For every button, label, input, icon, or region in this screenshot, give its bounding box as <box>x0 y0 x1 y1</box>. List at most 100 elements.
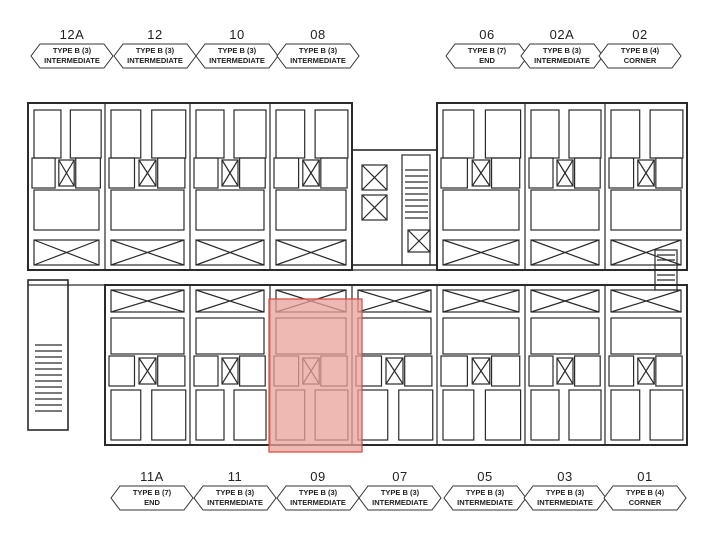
unit-number: 10 <box>229 27 245 42</box>
unit-type-tag: TYPE B (4)CORNER <box>603 485 687 511</box>
duct <box>385 357 404 385</box>
duct <box>221 159 239 187</box>
unit-number: 03 <box>557 469 573 484</box>
bedroom <box>314 109 349 159</box>
unit-type-tag: TYPE B (3)INTERMEDIATE <box>195 43 279 69</box>
duct <box>637 357 655 385</box>
staircase <box>401 154 431 266</box>
unit-type-tag: TYPE B (3)INTERMEDIATE <box>113 43 197 69</box>
bathroom <box>157 157 186 189</box>
unit-type-tag: TYPE B (7)END <box>445 43 529 69</box>
lift <box>407 229 431 253</box>
bathroom <box>573 157 601 189</box>
left-stair <box>27 279 69 431</box>
duct <box>471 159 491 187</box>
unit-position: CORNER <box>628 498 662 507</box>
duct <box>556 357 574 385</box>
unit-label-11A[interactable]: 11A TYPE B (7)END <box>110 469 194 511</box>
duct <box>471 159 491 187</box>
unit-label-12A[interactable]: 12A TYPE B (3)INTERMEDIATE <box>30 27 114 69</box>
unit-position: INTERMEDIATE <box>290 56 346 65</box>
balcony <box>195 239 265 266</box>
bedroom <box>610 109 641 159</box>
duct <box>556 357 574 385</box>
duct <box>58 159 75 187</box>
unit-label-10[interactable]: 10 TYPE B (3)INTERMEDIATE <box>195 27 279 69</box>
living-room <box>110 189 185 231</box>
bedroom <box>649 389 684 441</box>
balcony <box>442 239 520 266</box>
bathroom <box>239 157 266 189</box>
duct <box>58 159 75 187</box>
bathroom <box>273 157 300 189</box>
bathroom <box>608 157 635 189</box>
duct <box>637 159 655 187</box>
bathroom <box>608 355 635 387</box>
duct <box>556 159 574 187</box>
bathroom <box>75 157 101 189</box>
bathroom <box>31 157 56 189</box>
unit-label-03[interactable]: 03 TYPE B (3)INTERMEDIATE <box>523 469 607 511</box>
bedroom <box>484 389 522 441</box>
lift <box>361 194 388 221</box>
unit-number: 01 <box>637 469 653 484</box>
balcony <box>275 239 347 266</box>
balcony <box>357 289 432 313</box>
unit-type: TYPE B (3) <box>298 488 338 497</box>
lift <box>361 164 388 191</box>
unit-position: INTERMEDIATE <box>127 56 183 65</box>
living-room <box>530 317 600 355</box>
bathroom <box>655 355 683 387</box>
bathroom <box>108 355 136 387</box>
lift <box>361 194 388 221</box>
unit-type-tag: TYPE B (3)INTERMEDIATE <box>276 43 360 69</box>
unit-type: TYPE B (3) <box>52 46 92 55</box>
living-room <box>357 317 432 355</box>
unit-label-02[interactable]: 02 TYPE B (4)CORNER <box>598 27 682 69</box>
bedroom <box>442 109 475 159</box>
unit-label-06[interactable]: 06 TYPE B (7)END <box>445 27 529 69</box>
bedroom <box>275 109 306 159</box>
unit-type-tag: TYPE B (3)INTERMEDIATE <box>523 485 607 511</box>
unit-label-02A[interactable]: 02A TYPE B (3)INTERMEDIATE <box>520 27 604 69</box>
bathroom <box>404 355 433 387</box>
unit-label-05[interactable]: 05 TYPE B (3)INTERMEDIATE <box>443 469 527 511</box>
bedroom <box>442 389 475 441</box>
bedroom <box>568 109 602 159</box>
bedroom <box>233 109 267 159</box>
balcony <box>275 239 347 266</box>
duct <box>138 159 157 187</box>
duct <box>471 357 491 385</box>
balcony <box>530 289 600 313</box>
bathroom <box>157 355 186 387</box>
bathroom <box>490 157 521 189</box>
unit-label-08[interactable]: 08 TYPE B (3)INTERMEDIATE <box>276 27 360 69</box>
bedroom <box>110 109 142 159</box>
highlighted-unit-09[interactable] <box>268 298 363 453</box>
unit-label-09[interactable]: 09 TYPE B (3)INTERMEDIATE <box>276 469 360 511</box>
unit-type-tag: TYPE B (3)INTERMEDIATE <box>30 43 114 69</box>
unit-number: 05 <box>477 469 493 484</box>
balcony <box>110 239 185 266</box>
duct <box>138 159 157 187</box>
bathroom <box>193 355 219 387</box>
unit-position: INTERMEDIATE <box>457 498 513 507</box>
balcony <box>110 289 185 313</box>
unit-label-11[interactable]: 11 TYPE B (3)INTERMEDIATE <box>193 469 277 511</box>
bathroom <box>239 355 266 387</box>
unit-type: TYPE B (3) <box>215 488 255 497</box>
unit-position: INTERMEDIATE <box>372 498 428 507</box>
living-room <box>530 189 600 231</box>
living-room <box>110 317 185 355</box>
balcony <box>610 239 682 266</box>
balcony <box>442 289 520 313</box>
unit-label-07[interactable]: 07 TYPE B (3)INTERMEDIATE <box>358 469 442 511</box>
unit-type-tag: TYPE B (3)INTERMEDIATE <box>358 485 442 511</box>
living-room <box>610 317 682 355</box>
balcony <box>530 239 600 266</box>
unit-type-tag: TYPE B (3)INTERMEDIATE <box>520 43 604 69</box>
unit-label-01[interactable]: 01 TYPE B (4)CORNER <box>603 469 687 511</box>
unit-number: 12 <box>147 27 163 42</box>
unit-label-12[interactable]: 12 TYPE B (3)INTERMEDIATE <box>113 27 197 69</box>
balcony <box>110 289 185 313</box>
